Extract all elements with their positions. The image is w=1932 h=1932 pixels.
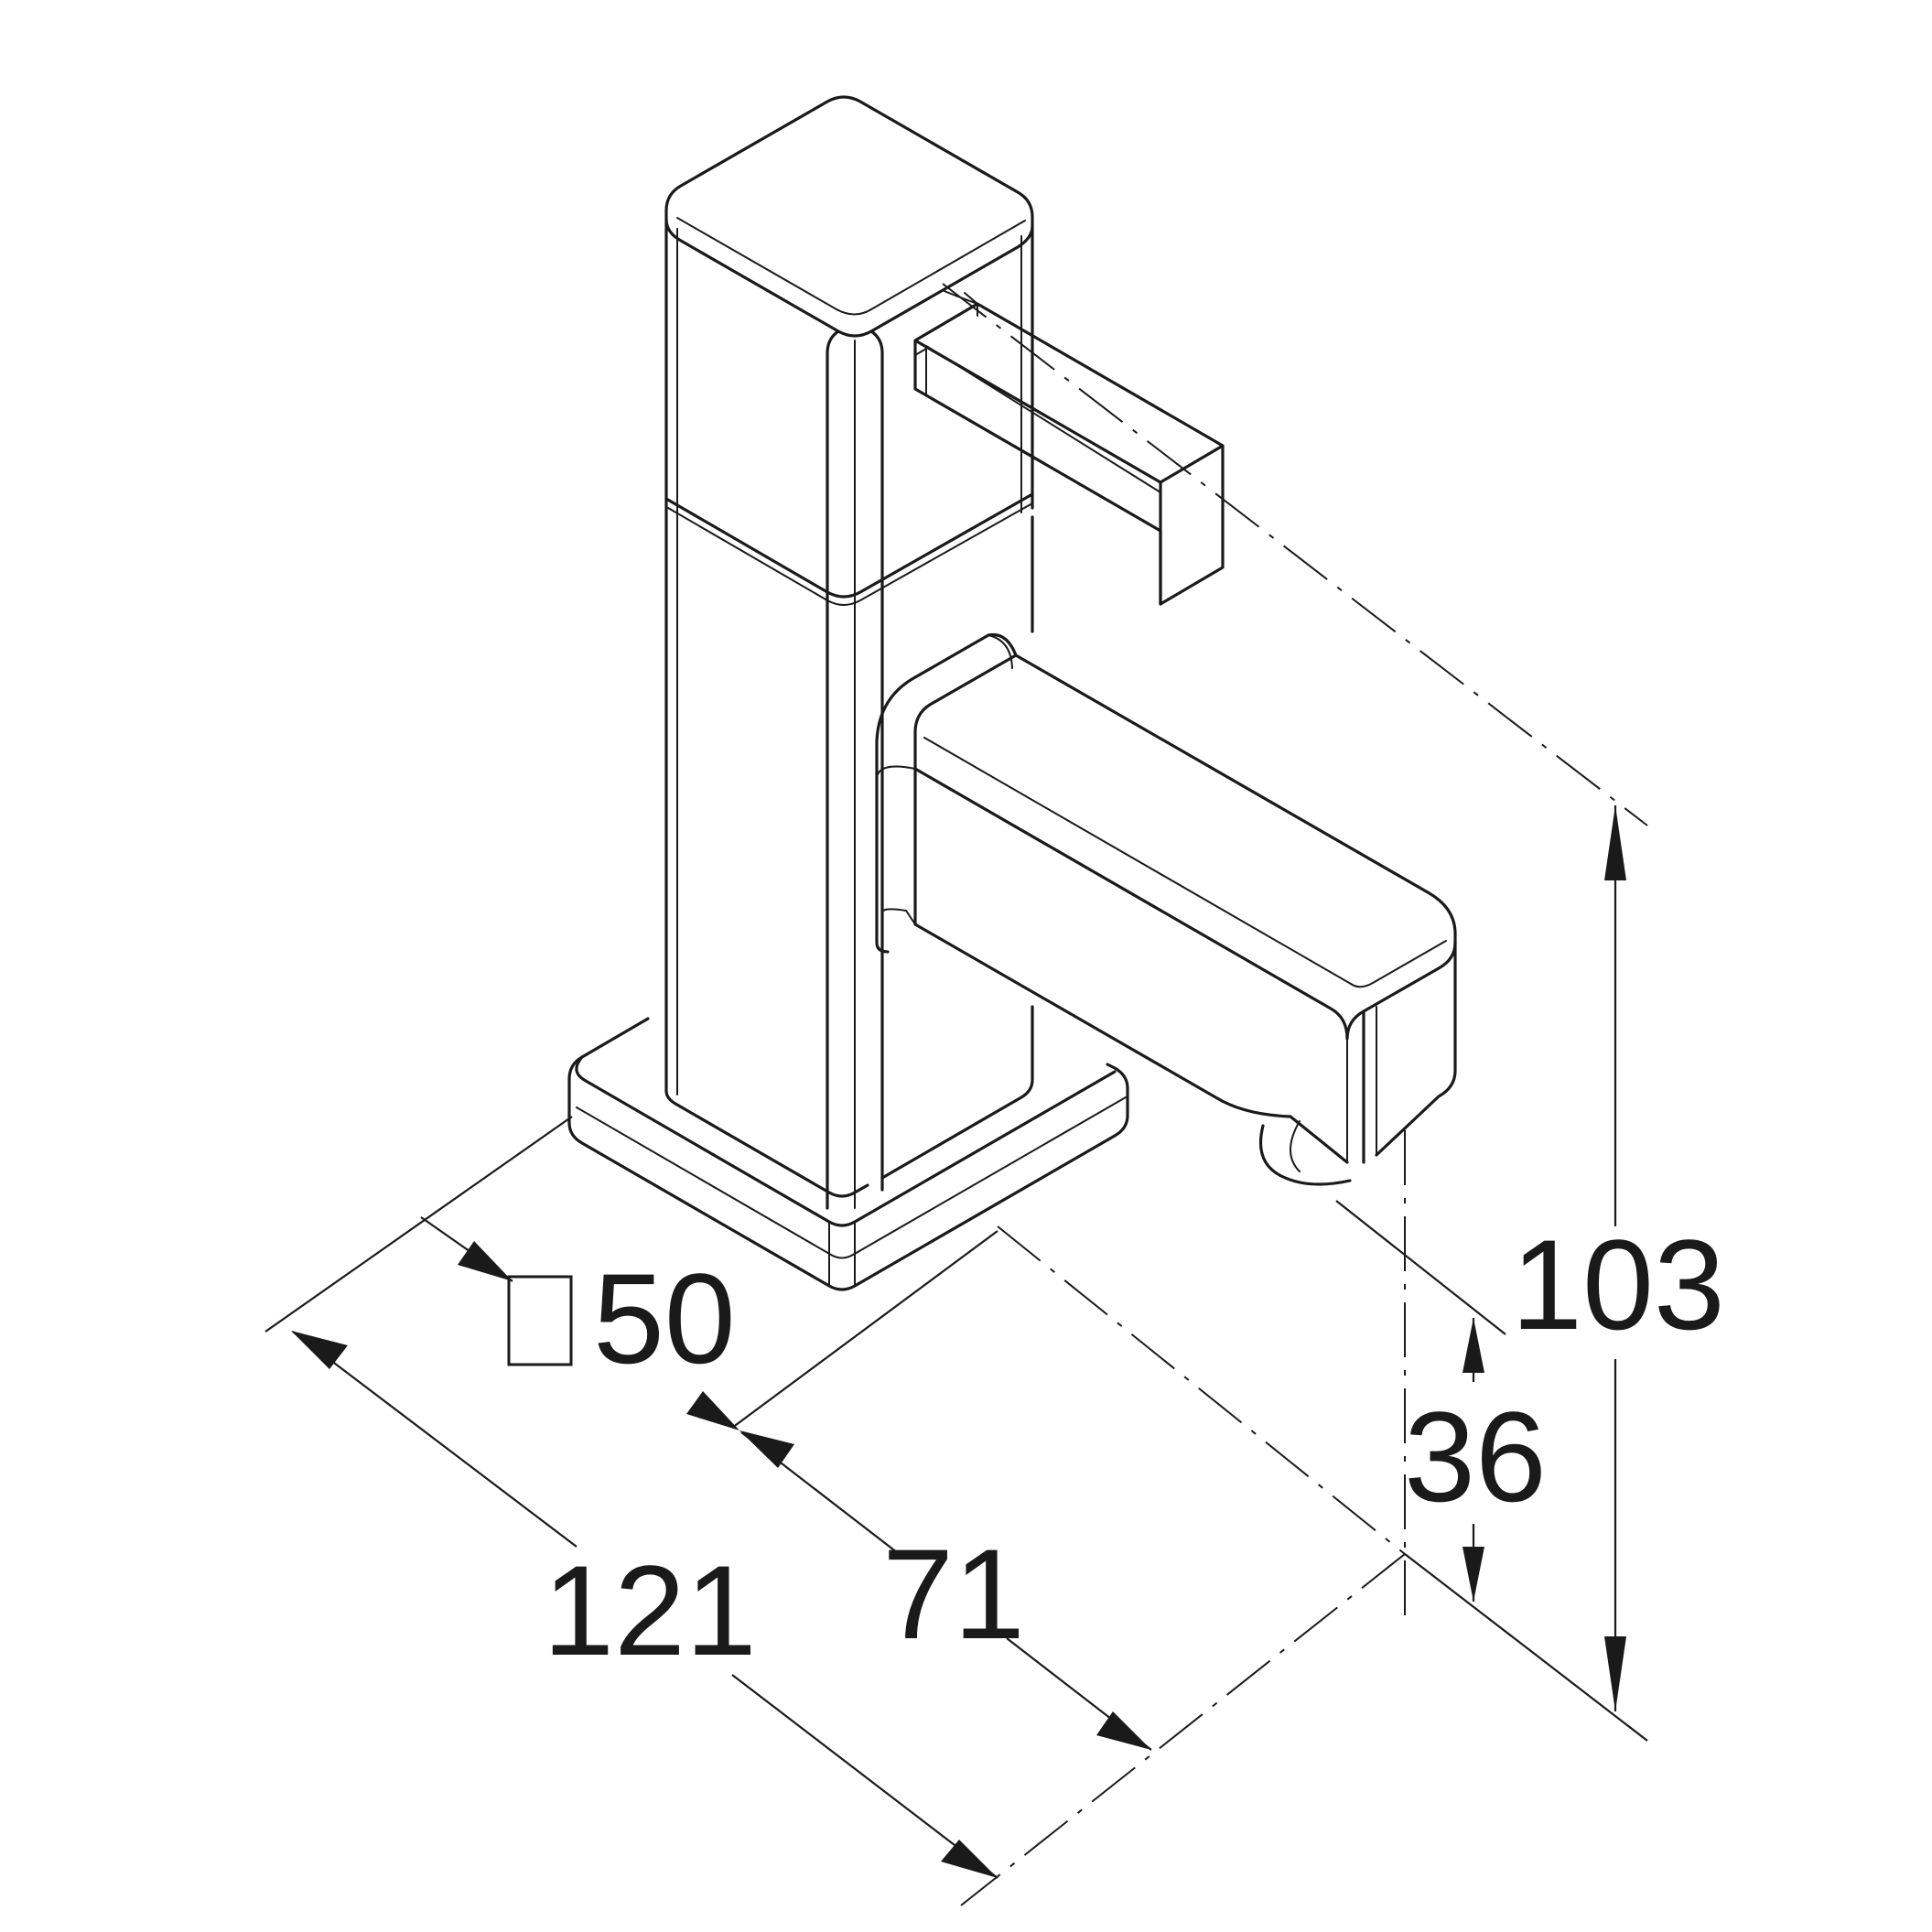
spout: [875, 632, 1457, 1186]
dim-36: 36: [1404, 1318, 1547, 1602]
dim-103-label: 103: [1511, 1213, 1725, 1356]
extension-lines: [264, 283, 1648, 1906]
column: [664, 95, 1034, 1210]
dim-71: 71: [686, 1391, 1152, 1751]
dim-50-label: 50: [593, 1247, 736, 1390]
square-symbol-icon: [507, 1275, 573, 1366]
dim-103: 103: [1511, 805, 1725, 1711]
dim-71-label: 71: [882, 1522, 1025, 1666]
dim-36-label: 36: [1404, 1385, 1547, 1528]
base-plate: [567, 1017, 1129, 1291]
faucet: [567, 95, 1457, 1291]
dim-121-label: 121: [543, 1538, 757, 1682]
dim-121: 121: [291, 1331, 998, 1879]
handle-lever: [913, 290, 1225, 606]
dim-50: 50: [420, 1216, 736, 1390]
